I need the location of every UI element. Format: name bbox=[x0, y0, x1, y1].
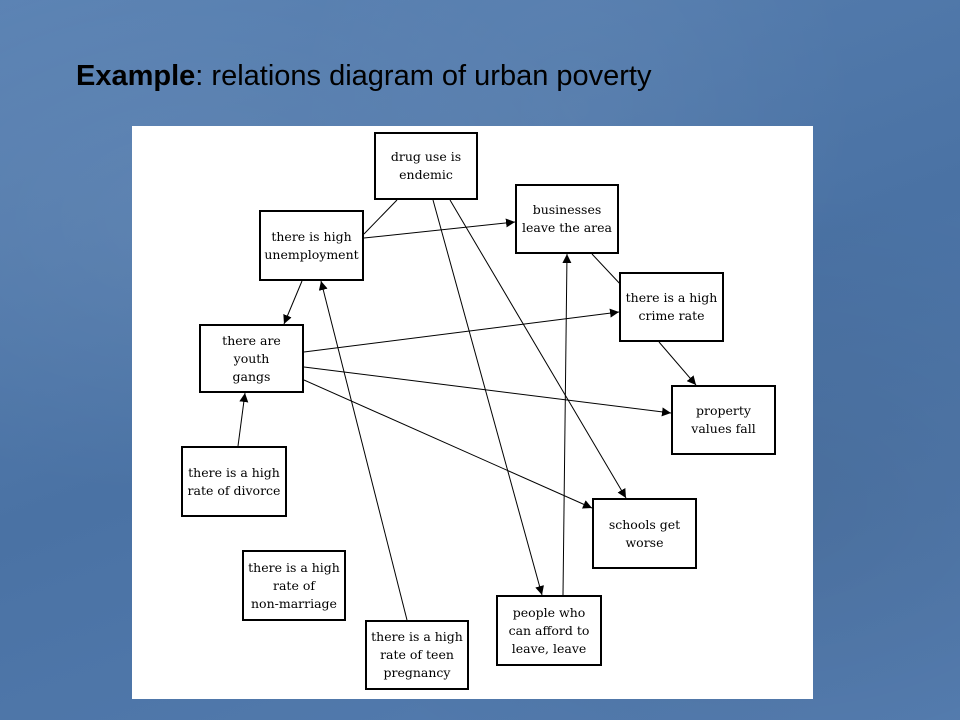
node-drug-use: drug use is endemic bbox=[374, 132, 478, 200]
node-businesses-leave: businesses leave the area bbox=[515, 184, 619, 254]
edge-drug-use-to-schools-worse bbox=[449, 199, 627, 499]
node-crime-rate: there is a high crime rate bbox=[619, 272, 724, 342]
edge-businesses-leave-to-crime-rate bbox=[591, 253, 623, 287]
edge-people-leave-to-businesses-leave bbox=[562, 253, 572, 596]
diagram-connectors bbox=[237, 199, 697, 621]
node-schools-worse: schools get worse bbox=[592, 498, 697, 569]
slide-title-strong: Example bbox=[76, 60, 196, 92]
node-unemployment: there is high unemployment bbox=[259, 210, 364, 281]
node-youth-gangs: there are youth gangs bbox=[199, 324, 304, 393]
node-people-leave: people who can afford to leave, leave bbox=[496, 595, 602, 666]
edge-youth-gangs-to-crime-rate bbox=[303, 308, 620, 353]
edge-youth-gangs-to-property-values bbox=[303, 366, 672, 417]
edge-drug-use-to-people-leave bbox=[432, 199, 544, 596]
edge-crime-rate-to-property-values bbox=[658, 341, 697, 386]
relations-diagram: drug use is endemic there is high unempl… bbox=[132, 126, 813, 699]
node-teen-pregnancy: there is a high rate of teen pregnancy bbox=[365, 620, 469, 690]
node-divorce: there is a high rate of divorce bbox=[181, 446, 287, 517]
edge-teen-pregnancy-to-unemployment bbox=[318, 280, 408, 621]
edge-unemployment-to-businesses-leave bbox=[363, 218, 516, 239]
node-property-values: property values fall bbox=[671, 385, 776, 455]
edge-drug-use-to-unemployment bbox=[363, 199, 398, 235]
edge-divorce-to-youth-gangs bbox=[237, 392, 249, 447]
slide-title-rest: : relations diagram of urban poverty bbox=[195, 60, 652, 92]
slide-title: Example: relations diagram of urban pove… bbox=[76, 58, 651, 94]
edge-unemployment-to-youth-gangs bbox=[283, 280, 303, 325]
edge-youth-gangs-to-schools-worse bbox=[303, 379, 593, 509]
node-non-marriage: there is a high rate of non-marriage bbox=[242, 550, 346, 621]
